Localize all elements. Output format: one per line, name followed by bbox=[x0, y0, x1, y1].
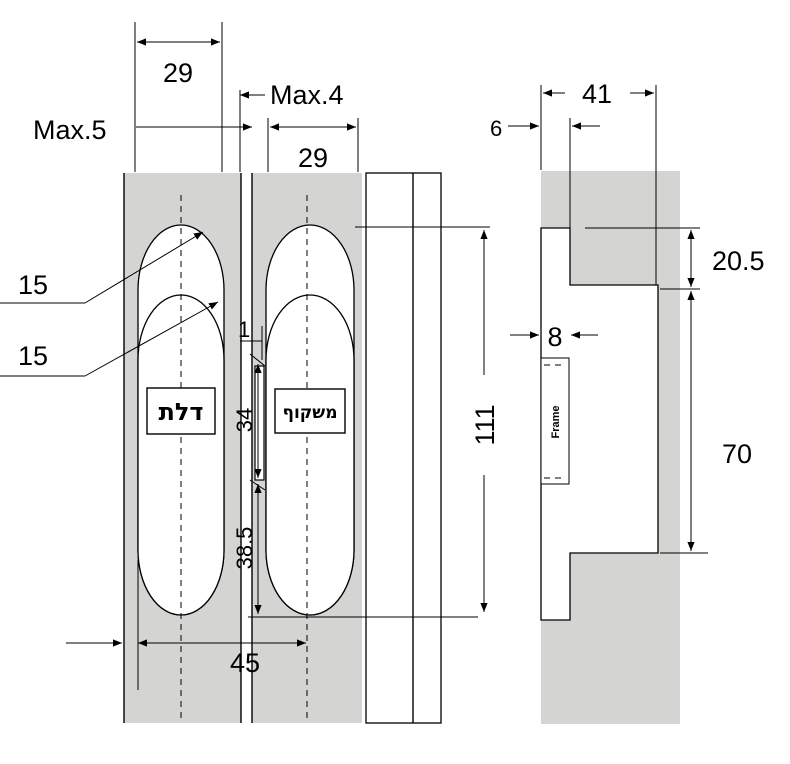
door-label-box bbox=[146, 387, 216, 435]
jamb-strip bbox=[365, 172, 442, 724]
dim-height-38-5: 38.5 bbox=[232, 527, 257, 570]
dim-max-right-gap: Max.4 bbox=[270, 80, 344, 110]
frame-plate bbox=[540, 357, 570, 485]
frame-label: משקוף bbox=[282, 403, 337, 423]
dim-height-111: 111 bbox=[470, 404, 500, 445]
side-hinge-profile bbox=[540, 227, 659, 621]
dim-height-20-5: 20.5 bbox=[712, 246, 765, 276]
frame-label-box bbox=[274, 388, 346, 434]
dim-depth-41: 41 bbox=[582, 79, 612, 109]
dim-111-gap bbox=[474, 375, 496, 475]
dim-depth-6: 6 bbox=[490, 116, 502, 141]
side-view: Frame 41 6 20.5 8 70 bbox=[490, 79, 765, 724]
side-frame-label: Frame bbox=[550, 405, 562, 438]
frame-hinge-body: משקוף bbox=[265, 195, 355, 723]
dim-width-bottom: 45 bbox=[230, 648, 260, 678]
dim-radius-lower: 15 bbox=[18, 341, 48, 371]
dim-width-top-right: 29 bbox=[298, 143, 328, 173]
door-label: דלת bbox=[158, 398, 203, 426]
dim-width-top-left: 29 bbox=[163, 58, 193, 88]
dim-height-70: 70 bbox=[722, 439, 752, 469]
door-hinge-body: דלת bbox=[137, 195, 225, 723]
front-view: דלת משקוף 29 Max.4 Max.5 29 15 bbox=[0, 22, 500, 724]
dim-offset-small: 1 bbox=[238, 317, 250, 342]
dim-height-34: 34 bbox=[232, 408, 257, 432]
dim-width-8: 8 bbox=[547, 322, 562, 352]
dim-radius-upper: 15 bbox=[18, 270, 48, 300]
dim-max-left-gap: Max.5 bbox=[33, 115, 107, 145]
